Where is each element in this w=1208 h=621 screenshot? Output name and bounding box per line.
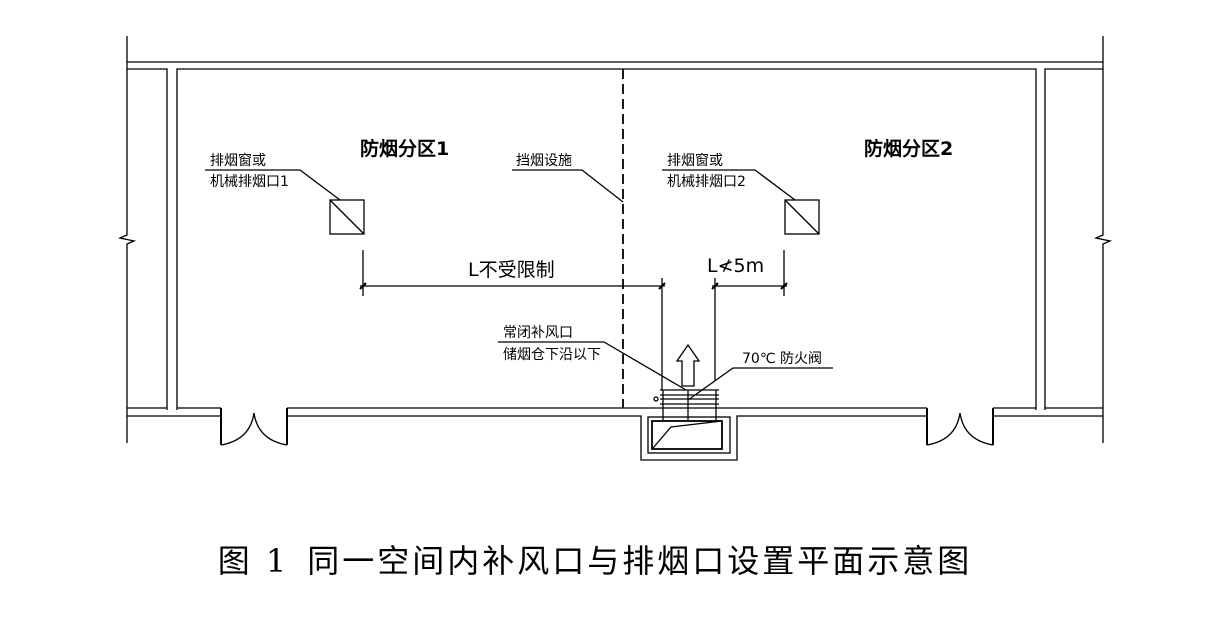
bottom-wall-outer-mid-left <box>287 415 927 461</box>
inlet-label-line2: 储烟仓下沿以下 <box>503 347 601 363</box>
dimension-limit <box>711 250 788 380</box>
dimension-unrestricted-label: L不受限制 <box>468 259 555 281</box>
dimension-limit-label: L≮5m <box>707 255 764 277</box>
fire-damper-icon <box>653 389 719 420</box>
left-door <box>220 408 288 446</box>
zone-2-label: 防烟分区2 <box>864 137 953 160</box>
zone-1-label: 防烟分区1 <box>360 137 449 160</box>
right-boundary-line <box>1093 36 1113 443</box>
outlet1-leader <box>205 169 341 201</box>
outlet-1-label-line1: 排烟窗或 <box>210 152 266 169</box>
outlet-2-label-line1: 排烟窗或 <box>667 152 723 169</box>
top-wall-inner-right <box>1044 68 1103 410</box>
smoke-outlet-1-icon <box>329 199 365 235</box>
figure-number: 图 1 <box>217 542 290 580</box>
outlet-1-label-line2: 机械排烟口1 <box>210 174 289 190</box>
inlet-leader <box>498 341 687 391</box>
damper-leader <box>687 367 833 401</box>
airflow-arrow-icon <box>675 343 701 387</box>
barrier-label: 挡烟设施 <box>516 153 572 169</box>
inlet-label-line1: 常闭补风口 <box>503 325 573 341</box>
dimension-unrestricted <box>359 250 666 390</box>
figure-caption: 图 1 同一空间内补风口与排烟口设置平面示意图 <box>0 536 1208 582</box>
air-inlet-box <box>647 416 731 454</box>
left-boundary-line <box>117 36 137 443</box>
outlet2-leader <box>662 169 796 201</box>
right-door <box>926 408 994 446</box>
outlet-2-label-line2: 机械排烟口2 <box>667 174 746 190</box>
smoke-outlet-2-icon <box>784 199 820 235</box>
damper-label: 70℃ 防火阀 <box>742 351 822 367</box>
barrier-leader <box>512 169 624 203</box>
top-wall-inner-main <box>176 68 1037 410</box>
top-wall-inner-left <box>127 68 168 410</box>
figure-title: 同一空间内补风口与排烟口设置平面示意图 <box>307 542 973 580</box>
